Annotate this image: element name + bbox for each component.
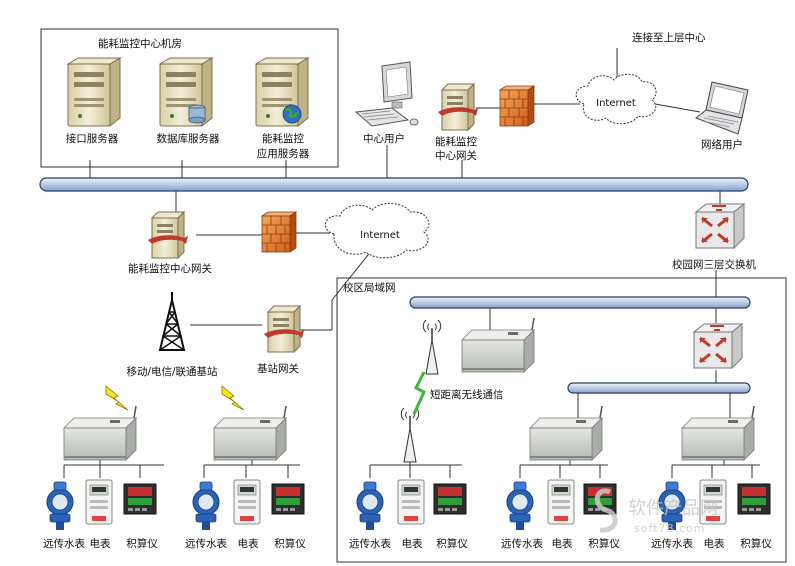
base-station-tower-icon [159,291,185,351]
center-gateway-top-label-line2: 中心网关 [435,149,477,162]
center-gateway-middle-label: 能耗监控中心网关 [128,262,212,275]
water-meter-label-1: 远传水表 [43,537,85,550]
water-meter-icon-3 [356,481,384,531]
globe-icon [282,104,302,124]
electric-meter-icon-4 [547,479,575,525]
db-server-label: 数据库服务器 [157,132,220,145]
integrator-label-5: 积算仪 [740,537,772,550]
wireless-label: 短距离无线通信 [430,388,504,401]
water-meter-label-3: 远传水表 [349,537,391,550]
electric-meter-label-4: 电表 [552,537,573,550]
base-gateway-icon [263,305,305,353]
electric-meter-label-1: 电表 [90,537,111,550]
wireless-link-icon [412,371,426,415]
internet-cloud-middle-label: Internet [360,230,400,241]
laptop-icon [695,81,749,135]
integrator-label-2: 积算仪 [274,537,306,550]
network-user-label: 网络用户 [701,138,743,151]
water-meter-icon-1 [46,481,74,531]
main-backbone-bus [39,177,749,192]
electric-meter-label-2: 电表 [238,537,259,550]
water-meter-label-5: 远传水表 [651,537,693,550]
electric-meter-label-3: 电表 [402,537,423,550]
antenna-bottom-icon [400,407,420,463]
center-gateway-top-label-line1: 能耗监控 [435,135,477,148]
lightning-bolt-icon-right [221,385,245,411]
app-server-label-line2: 应用服务器 [257,147,310,160]
campus-switch-label: 校园网三层交换机 [672,258,756,271]
water-meter-icon-4 [506,481,534,531]
center-room-title: 能耗监控中心机房 [98,37,182,50]
campus-switch-lower-icon [692,322,744,370]
firewall-middle-icon [261,211,297,253]
watermark-line1: 软件产品网 [628,498,718,519]
integrator-label-1: 积算仪 [126,537,158,550]
collector-campus-top-icon [461,317,535,373]
campus-lan-frame [336,277,787,563]
electric-meter-icon-3 [397,479,425,525]
desktop-computer-icon [354,61,419,127]
integrator-icon-3 [433,483,467,515]
collector-left-1-icon [63,405,137,461]
water-meter-label-4: 远传水表 [501,537,543,550]
antenna-top-icon [422,319,442,375]
watermark: 软件产品网 soft78.com [594,488,718,535]
campus-lan-title: 校区局域网 [343,281,396,294]
internet-cloud-middle: Internet [325,203,430,259]
electric-meter-icon-2 [233,479,261,525]
campus-switch-icon [694,202,746,250]
internet-cloud-top: Internet [575,73,657,125]
firewall-top-icon [499,85,535,127]
watermark-line2: soft78.com [634,522,705,535]
electric-meter-icon-1 [85,479,113,525]
collector-campus-2-icon [681,405,755,461]
interface-server-icon [67,57,121,127]
collector-left-2-icon [213,405,287,461]
base-station-label: 移动/电信/联通基站 [126,365,218,378]
database-cylinder-icon [188,104,206,124]
water-meter-icon-2 [192,481,220,531]
base-gateway-label: 基站网关 [257,362,299,375]
integrator-icon-2 [271,483,305,515]
app-server-label-line1: 能耗监控 [262,132,304,145]
upper-center-label: 连接至上层中心 [632,31,706,44]
integrator-label-4: 积算仪 [588,537,620,550]
center-room-frame [40,28,339,168]
connection-lines [63,48,760,478]
electric-meter-label-5: 电表 [704,537,725,550]
center-gateway-middle-icon [147,211,189,259]
water-meter-label-2: 远传水表 [185,537,227,550]
center-user-label: 中心用户 [363,132,405,145]
internet-cloud-top-label: Internet [596,98,636,109]
integrator-icon-5 [737,483,771,515]
campus-bus-upper [409,296,751,309]
integrator-label-3: 积算仪 [436,537,468,550]
integrator-icon-1 [123,483,157,515]
center-gateway-top-icon [437,83,479,131]
lightning-bolt-icon-left [105,385,129,411]
collector-campus-1-icon [529,405,603,461]
campus-bus-lower [567,382,751,394]
interface-server-label: 接口服务器 [66,132,119,145]
